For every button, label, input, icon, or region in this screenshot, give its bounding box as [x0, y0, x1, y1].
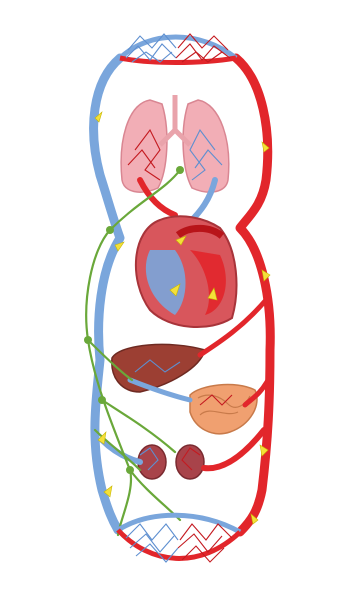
kidneys [138, 445, 204, 479]
renal-artery [204, 430, 264, 468]
head-capillary-bed [120, 34, 236, 63]
lungs [121, 95, 229, 192]
lower-capillary-bed [118, 515, 240, 562]
intestine [190, 385, 257, 434]
renal-vein [102, 440, 140, 462]
heart [136, 216, 237, 327]
left-lung [121, 100, 167, 192]
right-lung [183, 100, 229, 192]
systemic-vein-left [94, 58, 120, 530]
aorta-right [236, 58, 270, 532]
right-kidney [176, 445, 204, 479]
liver [112, 344, 205, 392]
